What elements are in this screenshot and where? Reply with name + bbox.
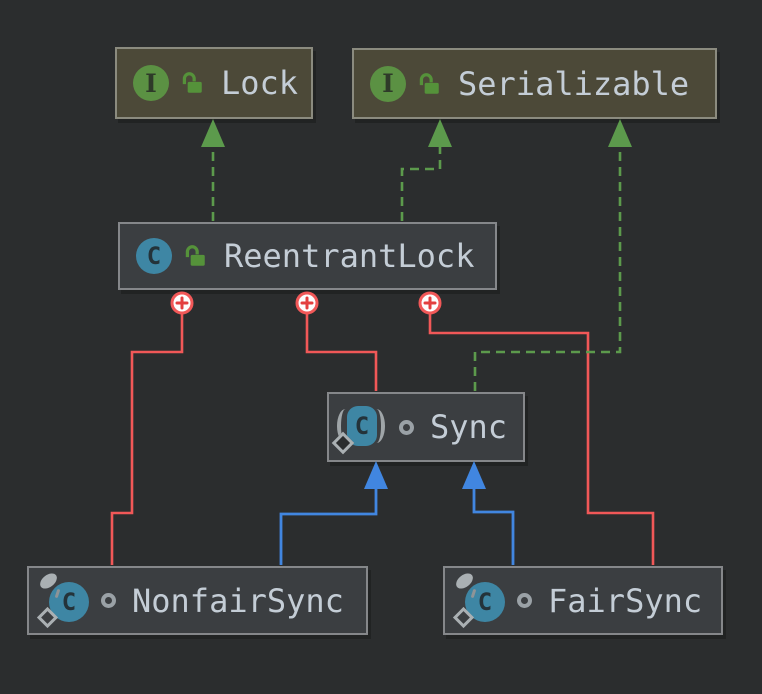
- edge-fairsync-sync-extends: [462, 461, 515, 565]
- inner-class-anchor-icon[interactable]: [295, 291, 319, 315]
- node-label: Lock: [221, 64, 299, 102]
- class-icon: C: [49, 581, 89, 622]
- node-serializable[interactable]: I Serializable: [352, 48, 717, 119]
- final-class-icon: C: [452, 569, 507, 628]
- node-label: NonfairSync: [132, 581, 344, 620]
- class-icon-letter: C: [61, 587, 77, 616]
- node-label: FairSync: [548, 581, 703, 620]
- abstract-paren-icon: [368, 409, 385, 443]
- edge-sync-serializable-implements: [473, 119, 632, 391]
- class-icon-letter: C: [354, 412, 370, 440]
- public-unlocked-icon: [419, 72, 439, 94]
- inner-class-anchor-icon[interactable]: [170, 291, 194, 315]
- edge-reentrantlock-lock-implements: [201, 119, 225, 221]
- edge-reentrantlock-nonfairsync-inner: [110, 314, 184, 565]
- interface-icon-letter: I: [382, 69, 394, 98]
- interface-icon-letter: I: [145, 68, 157, 98]
- node-fairsync[interactable]: C FairSync: [443, 566, 723, 635]
- edge-reentrantlock-serializable-implements: [400, 119, 452, 221]
- abstract-class-icon: C: [331, 403, 389, 455]
- package-private-icon: [101, 593, 116, 608]
- node-label: Sync: [430, 408, 508, 446]
- class-icon-letter: C: [146, 242, 162, 270]
- abstract-paren-icon: [337, 409, 354, 443]
- final-class-icon: C: [36, 569, 91, 628]
- public-unlocked-icon: [185, 245, 205, 266]
- public-unlocked-icon: [182, 72, 202, 93]
- node-label: Serializable: [458, 64, 690, 103]
- interface-icon: I: [370, 65, 406, 102]
- interface-icon: I: [133, 65, 169, 101]
- edge-nonfairsync-sync-extends: [279, 461, 388, 565]
- node-lock[interactable]: I Lock: [115, 47, 313, 119]
- node-nonfairsync[interactable]: C NonfairSync: [27, 566, 368, 635]
- package-private-icon: [399, 419, 414, 435]
- node-sync[interactable]: C Sync: [327, 392, 525, 462]
- edge-reentrantlock-sync-inner: [305, 314, 378, 391]
- package-private-icon: [517, 593, 532, 608]
- node-label: ReentrantLock: [224, 237, 475, 275]
- class-icon: C: [465, 581, 505, 622]
- node-reentrantlock[interactable]: C ReentrantLock: [118, 222, 497, 290]
- inner-class-anchor-icon[interactable]: [418, 291, 442, 315]
- class-icon: C: [136, 238, 172, 274]
- class-icon-letter: C: [477, 587, 493, 616]
